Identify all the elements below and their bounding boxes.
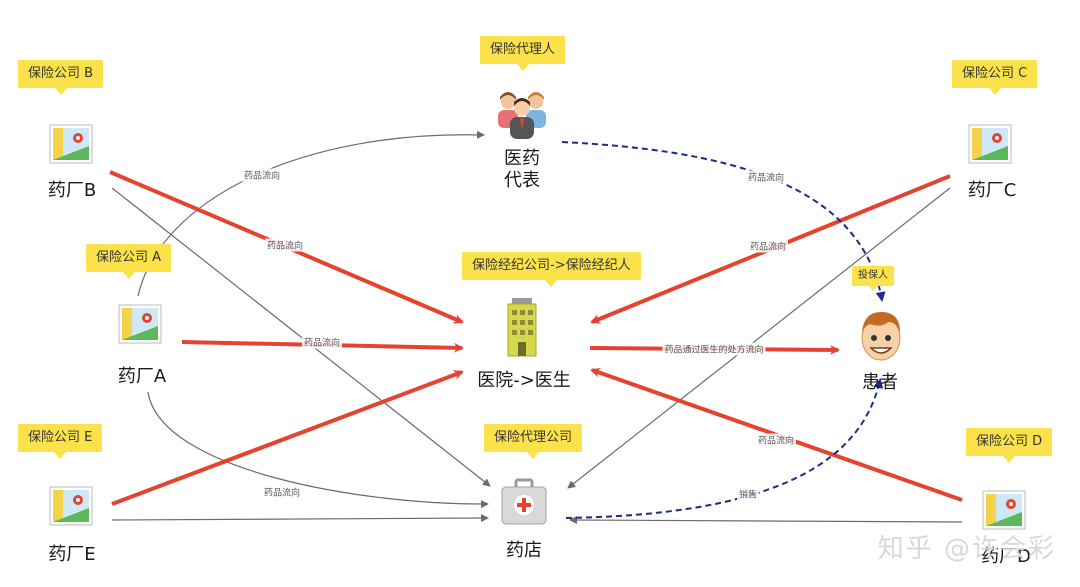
map-icon-factory-c [968,124,1012,164]
edge-label-factory-d-to-hospital: 药品流向 [755,433,797,447]
tag-policy-holder: 投保人 [852,266,894,291]
node-factory-b: 药厂B [47,180,97,201]
edge-factory-c-to-pharmacy [567,187,951,489]
edge-factory-b-to-pharmacy [111,187,491,487]
tag-insurer-d: 保险公司 D [966,428,1053,463]
edge-label-pharmacy-sale: 销售 [736,487,760,501]
edge-label-factory-a-to-hospital: 药品流向 [301,335,343,349]
edge-factory-a-to-rep [137,130,485,297]
tag-broker: 保险经纪公司->保险经纪人 [462,252,641,287]
tag-insurer-a: 保险公司 A [86,244,172,279]
edge-label-rep-to-patient: 药品流向 [745,170,787,184]
node-hospital: 医院->医生 [477,370,571,391]
tag-insurer-c: 保险公司 C [952,60,1038,95]
tag-agency-company: 保险代理公司 [484,424,583,459]
people-icon [498,92,546,139]
edge-factory-a-to-pharmacy [147,391,489,509]
map-icon-factory-a [118,304,162,344]
node-factory-c: 药厂C [967,180,1017,201]
edge-label-factory-a-to-rep: 药品流向 [241,168,283,182]
map-icon-factory-d [982,490,1026,530]
node-factory-e: 药厂E [48,544,96,565]
tag-agent-person: 保险代理人 [480,36,566,71]
tag-insurer-b: 保险公司 B [18,60,104,95]
edge-label-factory-a-to-pharmacy: 药品流向 [261,485,303,499]
first-aid-kit-icon [501,478,547,525]
edge-label-factory-b-to-hospital: 药品流向 [264,238,306,252]
node-factory-a: 药厂A [117,366,167,387]
map-icon-factory-e [49,486,93,526]
edge-factory-e-to-pharmacy [111,514,489,523]
node-patient: 患者 [862,372,898,393]
node-pharmacy: 药店 [506,540,542,561]
edge-label-prescription-flow: 药品通过医生的处方流向 [662,342,766,356]
patient-face-icon [861,312,901,361]
map-icon-factory-b [49,124,93,164]
node-medical-rep: 医药代表 [504,148,540,191]
edge-pharmacy-to-patient [565,378,884,519]
tag-insurer-e: 保险公司 E [18,424,103,459]
edge-factory-d-to-pharmacy [569,516,963,525]
edge-factory-e-to-hospital [111,370,464,506]
watermark: 知乎 @许会彩 [877,534,1056,564]
edge-label-factory-c-to-hospital: 药品流向 [747,239,789,253]
node-factory-d: 药厂D [981,546,1031,567]
hospital-building-icon [507,298,537,357]
